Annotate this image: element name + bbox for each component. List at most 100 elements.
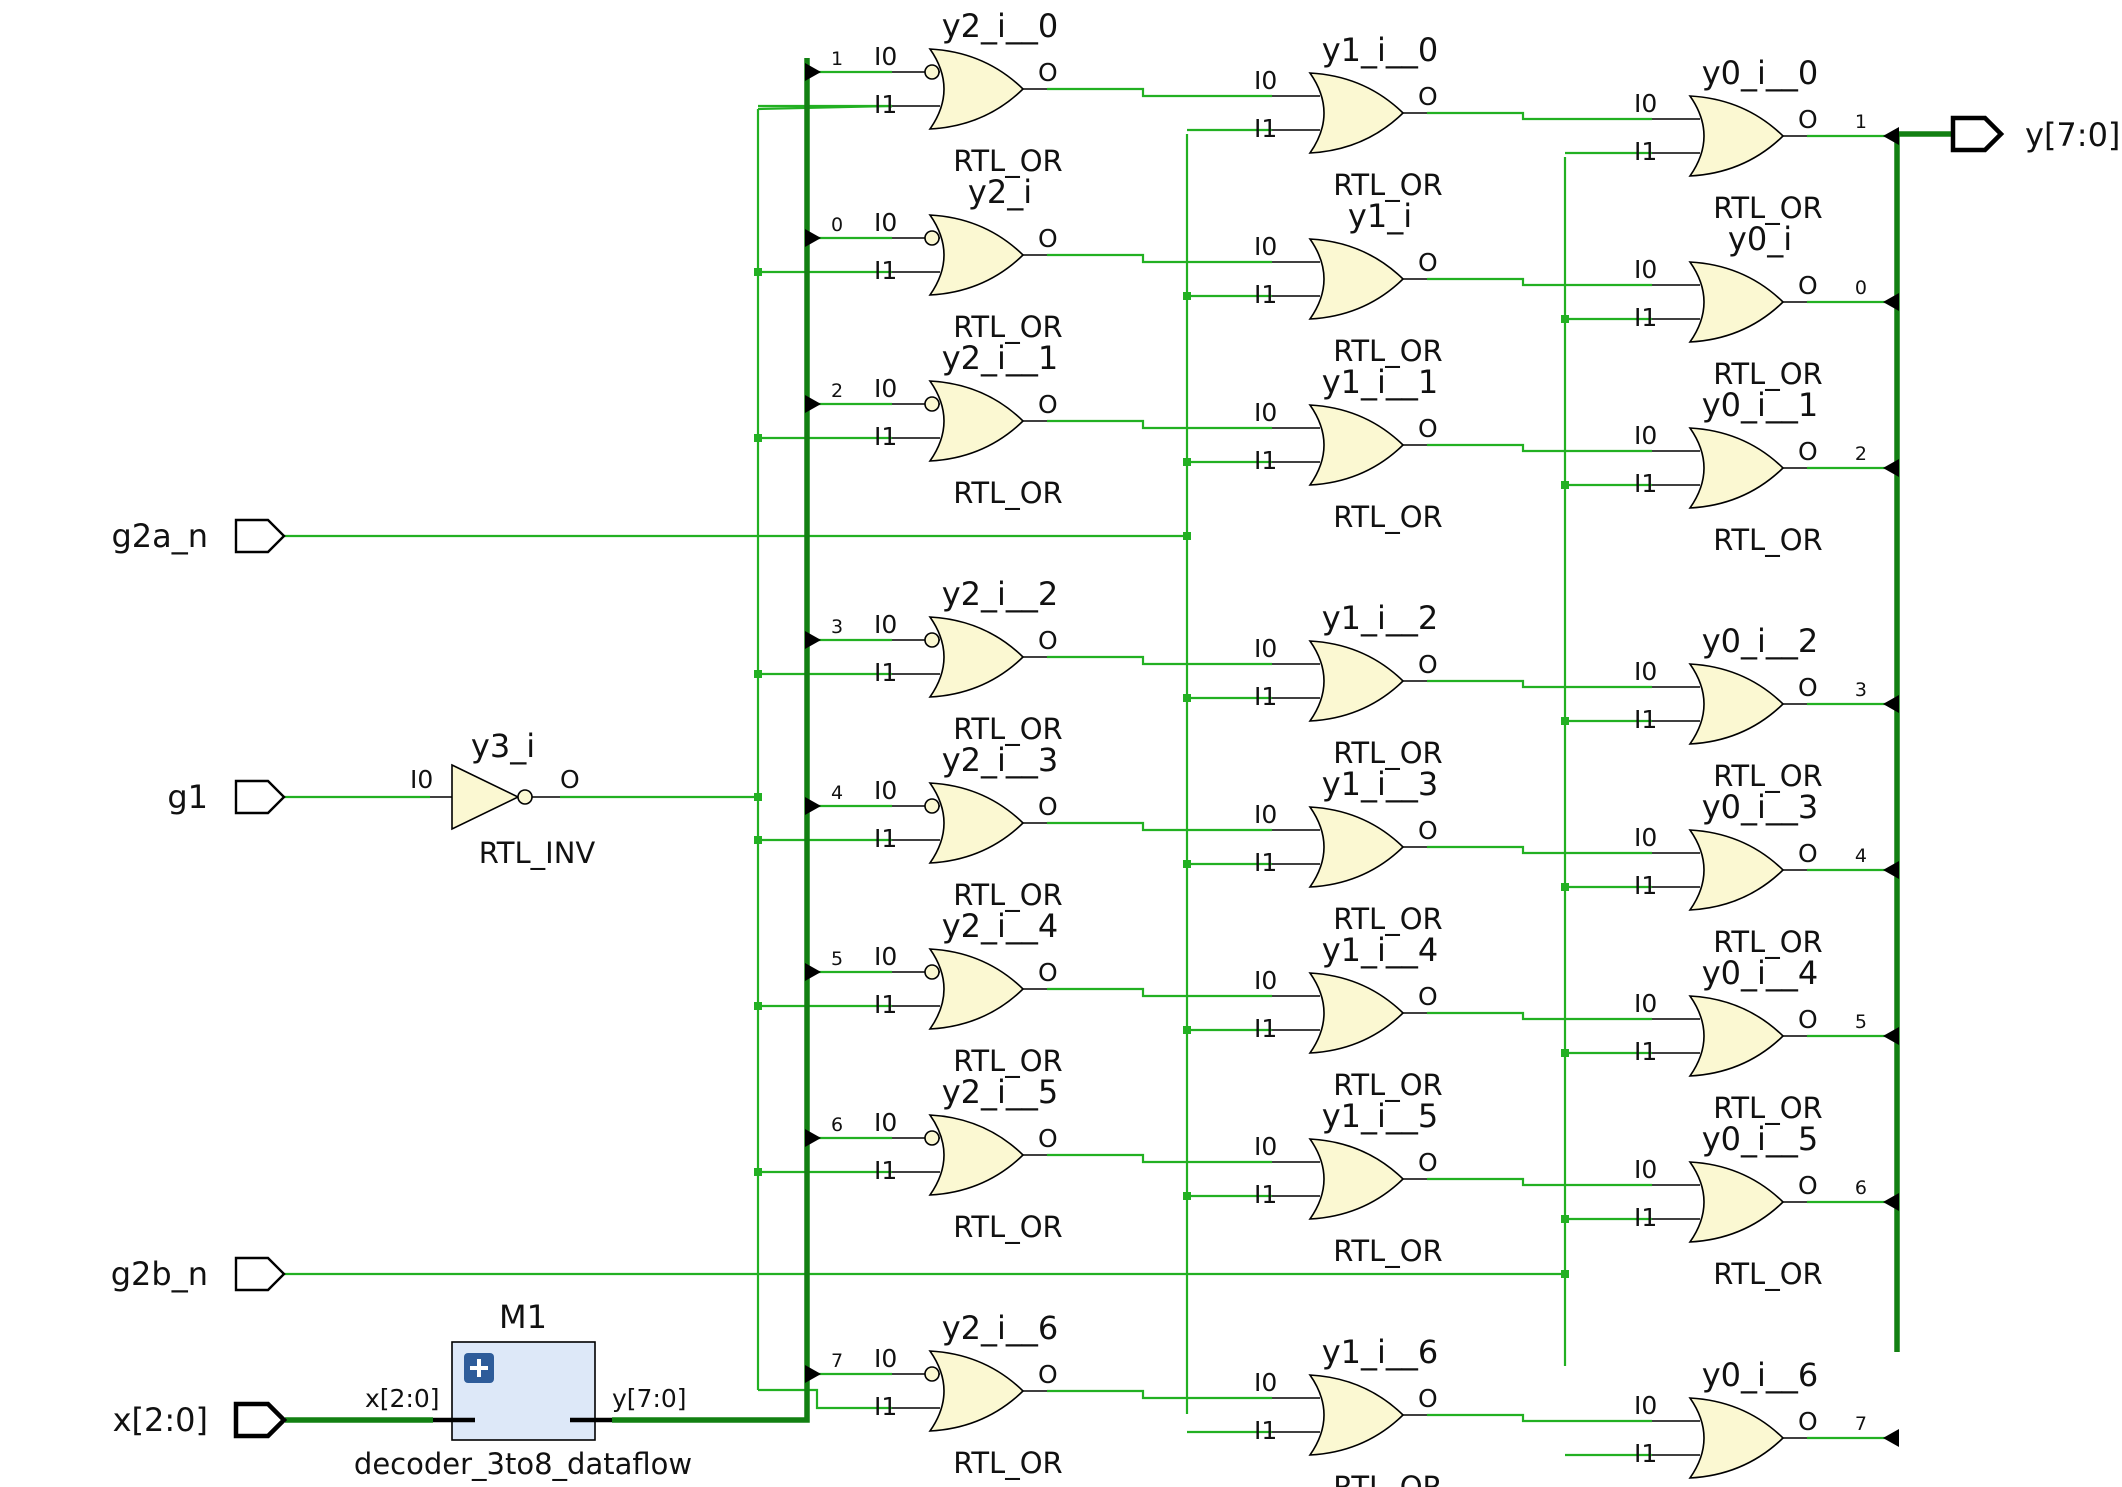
- bus-tap-arrow: [805, 63, 821, 81]
- gate-instance-name: y0_i__1: [1702, 386, 1819, 424]
- gate-type-label: RTL_OR: [1713, 357, 1822, 391]
- wire-y1-to-y0: [1427, 1011, 1652, 1021]
- gate-instance-name: y0_i: [1728, 220, 1792, 258]
- gate-pin-i0: I0: [1634, 657, 1657, 686]
- junction-dot: [1561, 883, 1569, 891]
- bus-out-index: 6: [1855, 1177, 1867, 1199]
- gate-type-label: RTL_OR: [1333, 902, 1442, 936]
- gate-instance-name: y1_i__6: [1322, 1333, 1439, 1371]
- gate-pin-o: O: [1418, 982, 1438, 1011]
- gate-type-label: RTL_OR: [1333, 168, 1442, 202]
- gate-pin-i1: I1: [1634, 1037, 1657, 1066]
- port-y-bus[interactable]: y[7:0]: [1950, 115, 2120, 154]
- bus-in-index: 7: [831, 1350, 843, 1372]
- or-gate-body: [1308, 1374, 1405, 1456]
- gate-instance-name: y1_i__4: [1322, 931, 1439, 969]
- inverter-instance-name: y3_i: [471, 727, 535, 765]
- wire-y1-to-y0: [1427, 277, 1652, 287]
- gate-pin-o: O: [1418, 650, 1438, 679]
- gate-pin-i1: I1: [1254, 446, 1277, 475]
- gate-pin-o: O: [1038, 1360, 1058, 1389]
- port-g2b-n[interactable]: g2b_n: [111, 1255, 286, 1293]
- gate-type-label: RTL_OR: [1333, 736, 1442, 770]
- gate-pin-i1: I1: [874, 422, 897, 451]
- gate-pin-o: O: [1038, 958, 1058, 987]
- bus-decoder-y: [612, 58, 810, 1423]
- junction-dot: [1561, 717, 1569, 725]
- bus-out-index: 7: [1855, 1413, 1867, 1435]
- gate-pin-o: O: [1038, 792, 1058, 821]
- gate-instance-name: y2_i__4: [942, 907, 1059, 945]
- junction-dot: [1183, 458, 1191, 466]
- inverter-pin-o: O: [560, 765, 580, 794]
- gate-pin-i0: I0: [874, 374, 897, 403]
- module-m1-decoder[interactable]: M1 x[2:0] y[7:0] decoder_3to8_dataflow: [354, 1298, 692, 1481]
- bus-in-index: 6: [831, 1114, 843, 1136]
- gate-instance-name: y1_i__1: [1322, 363, 1439, 401]
- gate-instance-name: y1_i: [1348, 197, 1412, 235]
- gate-pin-i0: I0: [874, 208, 897, 237]
- module-pin-in: x[2:0]: [365, 1384, 440, 1413]
- junction-dot: [754, 670, 762, 678]
- gate-pin-i1: I1: [1254, 280, 1277, 309]
- junction-dot: [1561, 1270, 1569, 1278]
- gate-type-label: RTL_OR: [953, 1044, 1062, 1078]
- bus-tap-arrow: [805, 797, 821, 815]
- gate-pin-i0: I0: [1254, 66, 1277, 95]
- gate-type-label: RTL_OR: [1713, 523, 1822, 557]
- port-x-bus[interactable]: x[2:0]: [113, 1401, 288, 1439]
- junction-dot: [1183, 1192, 1191, 1200]
- bus-tap-arrow: [1883, 293, 1899, 311]
- bus-tap-arrow: [1883, 1429, 1899, 1447]
- inverter-y3-i[interactable]: y3_i I0 O RTL_INV: [410, 727, 595, 870]
- gate-pin-o: O: [1038, 58, 1058, 87]
- or-gate-body: [1308, 972, 1405, 1054]
- port-g2a-n-label: g2a_n: [111, 517, 208, 555]
- or-gate-body: [1688, 95, 1785, 177]
- or-gate-body: [928, 214, 1025, 296]
- port-g2a-n[interactable]: g2a_n: [111, 517, 286, 555]
- gate-pin-i1: I1: [874, 658, 897, 687]
- gate-instance-name: y1_i__2: [1322, 599, 1439, 637]
- or-gate-body: [1308, 640, 1405, 722]
- bus-tap-arrow: [805, 395, 821, 413]
- junction-dot: [754, 1002, 762, 1010]
- gate-pin-o: O: [1798, 437, 1818, 466]
- or-gate-body: [1688, 995, 1785, 1077]
- wire-y1-to-y0: [1427, 679, 1652, 689]
- gate-pin-o: O: [1798, 105, 1818, 134]
- wire-y1-to-y0: [1427, 443, 1652, 453]
- module-pin-out: y[7:0]: [612, 1384, 687, 1413]
- port-g1[interactable]: g1: [167, 778, 286, 816]
- gate-pin-i0: I0: [1254, 1368, 1277, 1397]
- bus-tap-arrow: [805, 631, 821, 649]
- module-name: decoder_3to8_dataflow: [354, 1447, 692, 1481]
- or-gate-body: [1688, 261, 1785, 343]
- gate-pin-i0: I0: [1634, 89, 1657, 118]
- wire-y1-to-y0: [1427, 1177, 1652, 1187]
